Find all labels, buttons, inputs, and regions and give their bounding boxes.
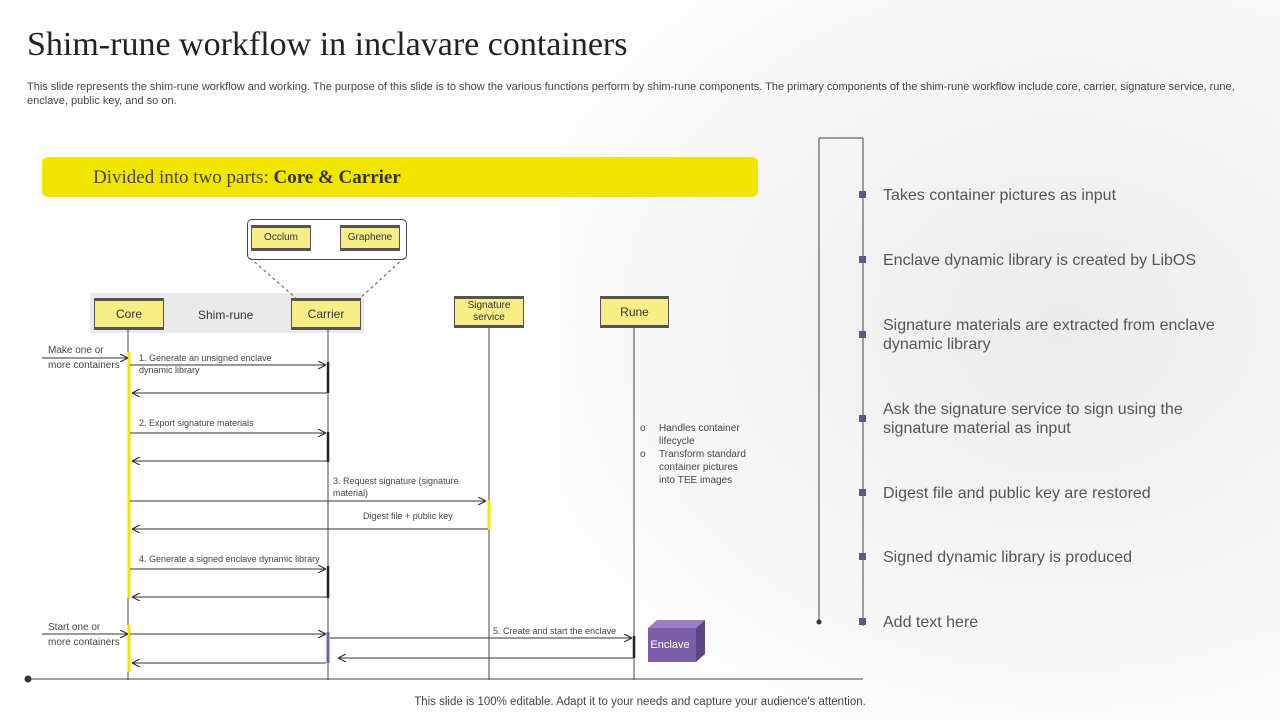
signature-label-line1: Signature	[467, 300, 511, 311]
timeline-item-4: Ask the signature service to sign using …	[883, 400, 1243, 438]
timeline-item-5-line1: Digest file and public key are restored	[883, 485, 1151, 502]
enclave-cube-front	[648, 628, 696, 662]
core-box: Core	[94, 298, 164, 330]
message-1-label: 1. Generate an unsigned enclave dynamic l…	[139, 352, 272, 376]
rune-note-bullet-2: o	[640, 449, 646, 460]
slide-title: Shim-rune workflow in inclavare containe…	[27, 26, 628, 63]
timeline-item-5: Digest file and public key are restored	[883, 484, 1243, 503]
timeline-item-2-line1: Enclave dynamic library is created by Li…	[883, 252, 1197, 269]
message-3-label: 3. Request signature (signature material)	[333, 475, 459, 499]
enclave-label: Enclave	[650, 639, 690, 651]
timeline-marker	[859, 415, 866, 422]
message-2-label: 2. Export signature materials	[139, 418, 254, 428]
banner-prefix: Divided into two parts:	[93, 167, 274, 188]
enclave-cube-side	[696, 620, 705, 662]
timeline-marker	[859, 618, 866, 625]
rune-note-2: Transform standard container pictures into…	[659, 448, 746, 487]
start-label-line2: more containers	[48, 637, 120, 648]
start-label-line1: Start one or	[48, 622, 101, 633]
shim-rune-label: Shim-rune	[198, 308, 254, 322]
message-3-return-label: Digest file + public key	[363, 511, 453, 521]
enclave-cube-top	[648, 620, 705, 628]
rune-note-2-line3: into TEE images	[659, 475, 733, 486]
slide-footer: This slide is 100% editable. Adapt it to…	[414, 696, 866, 708]
banner: Divided into two parts: Core & Carrier	[42, 157, 758, 197]
timeline-marker	[859, 553, 866, 560]
rune-note-1-line2: lifecycle	[659, 436, 695, 447]
carrier-label: Carrier	[307, 307, 345, 321]
rune-box: Rune	[600, 296, 669, 328]
background-photo	[560, 0, 1280, 720]
popup-connector-left	[249, 257, 299, 301]
timeline-item-1-line1: Takes container pictures as input	[883, 187, 1117, 204]
timeline-item-1: Takes container pictures as input	[883, 186, 1243, 205]
start-containers-label: Start one or more containers	[48, 620, 120, 650]
rune-note-1: Handles container lifecycle	[659, 422, 740, 448]
timeline-marker	[859, 256, 866, 263]
banner-emphasis: Core & Carrier	[273, 167, 401, 188]
timeline-item-7[interactable]: Add text here	[883, 613, 1243, 632]
message-4-label: 4. Generate a signed enclave dynamic lib…	[139, 554, 320, 564]
slide-description: This slide represents the shim-rune work…	[27, 81, 1235, 107]
message-3-line2: material)	[333, 488, 369, 498]
timeline-item-4-line1: Ask the signature service to sign using …	[883, 401, 1183, 418]
rune-note-2-line2: container pictures	[659, 462, 738, 473]
graphene-box: Graphene	[340, 225, 400, 251]
timeline-item-3: Signature materials are extracted from e…	[883, 316, 1243, 354]
message-1-line1: 1. Generate an unsigned enclave	[139, 353, 272, 363]
timeline-marker	[859, 331, 866, 338]
message-3-line1: 3. Request signature (signature	[333, 476, 459, 486]
banner-text: Divided into two parts: Core & Carrier	[93, 167, 401, 189]
timeline-item-3-line2: dynamic library	[883, 336, 991, 353]
make-label-line2: more containers	[48, 360, 120, 371]
graphene-label: Graphene	[347, 232, 393, 243]
timeline-item-7-line1[interactable]: Add text here	[883, 614, 979, 631]
core-label: Core	[115, 307, 142, 321]
make-containers-label: Make one or more containers	[48, 343, 120, 373]
timeline-item-4-line2: signature material as input	[883, 420, 1071, 437]
occlum-label: Occlum	[264, 232, 298, 243]
timeline-item-3-line1: Signature materials are extracted from e…	[883, 317, 1215, 334]
timeline-item-2: Enclave dynamic library is created by Li…	[883, 251, 1243, 270]
signature-label-line2: service	[473, 312, 505, 323]
timeline-item-6-line1: Signed dynamic library is produced	[883, 549, 1133, 566]
timeline-marker	[859, 191, 866, 198]
rune-label: Rune	[620, 305, 649, 319]
carrier-box: Carrier	[291, 298, 361, 330]
make-label-line1: Make one or	[48, 345, 104, 356]
rune-note-2-line1: Transform standard	[659, 449, 746, 460]
message-1-line2: dynamic library	[139, 365, 200, 375]
popup-connector-right	[357, 257, 405, 301]
rune-note-1-line1: Handles container	[659, 423, 740, 434]
message-5-label: 5. Create and start the enclave	[493, 626, 617, 636]
timeline-marker	[859, 489, 866, 496]
timeline-end-dot	[816, 619, 822, 625]
occlum-box: Occlum	[251, 225, 311, 251]
timeline-item-6: Signed dynamic library is produced	[883, 548, 1243, 567]
rune-note-bullet-1: o	[640, 423, 646, 434]
